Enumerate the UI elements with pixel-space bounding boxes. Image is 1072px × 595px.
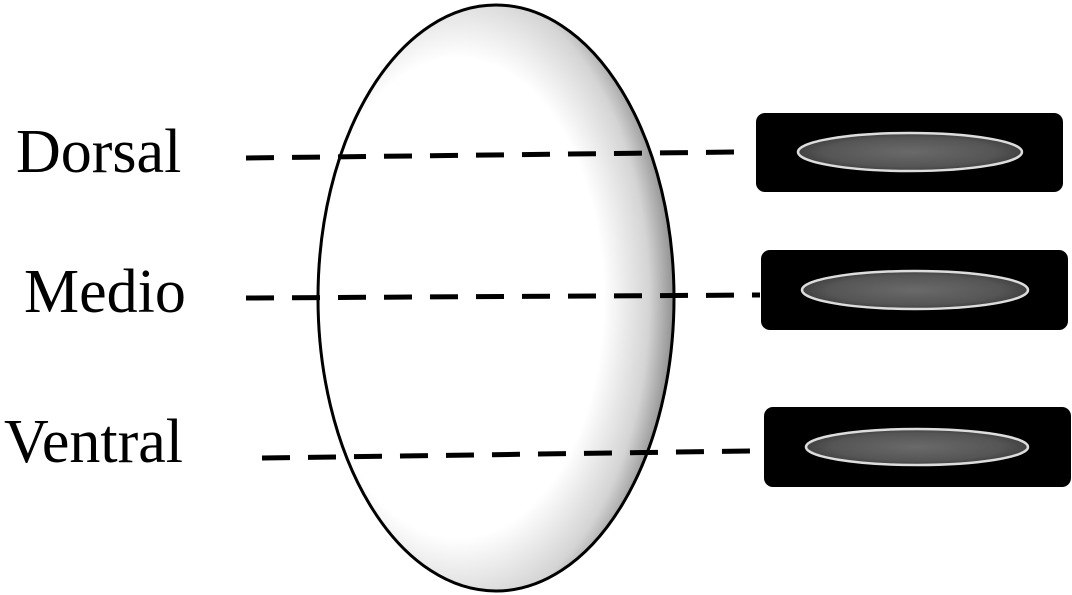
medio-slice-section [800,269,1030,311]
ventral-slice-section [804,427,1030,467]
dorsal-level-line [245,149,736,161]
dorsal-slice-image [756,113,1063,192]
medio-label: Medio [24,258,186,326]
dorsal-slice-section [796,131,1024,173]
medio-slice-image [761,250,1068,330]
medio-level-line [245,292,761,301]
dorsal-label: Dorsal [16,118,181,186]
ventral-slice-image [764,407,1071,487]
ventral-label: Ventral [4,408,183,476]
ventral-level-line [261,448,751,461]
